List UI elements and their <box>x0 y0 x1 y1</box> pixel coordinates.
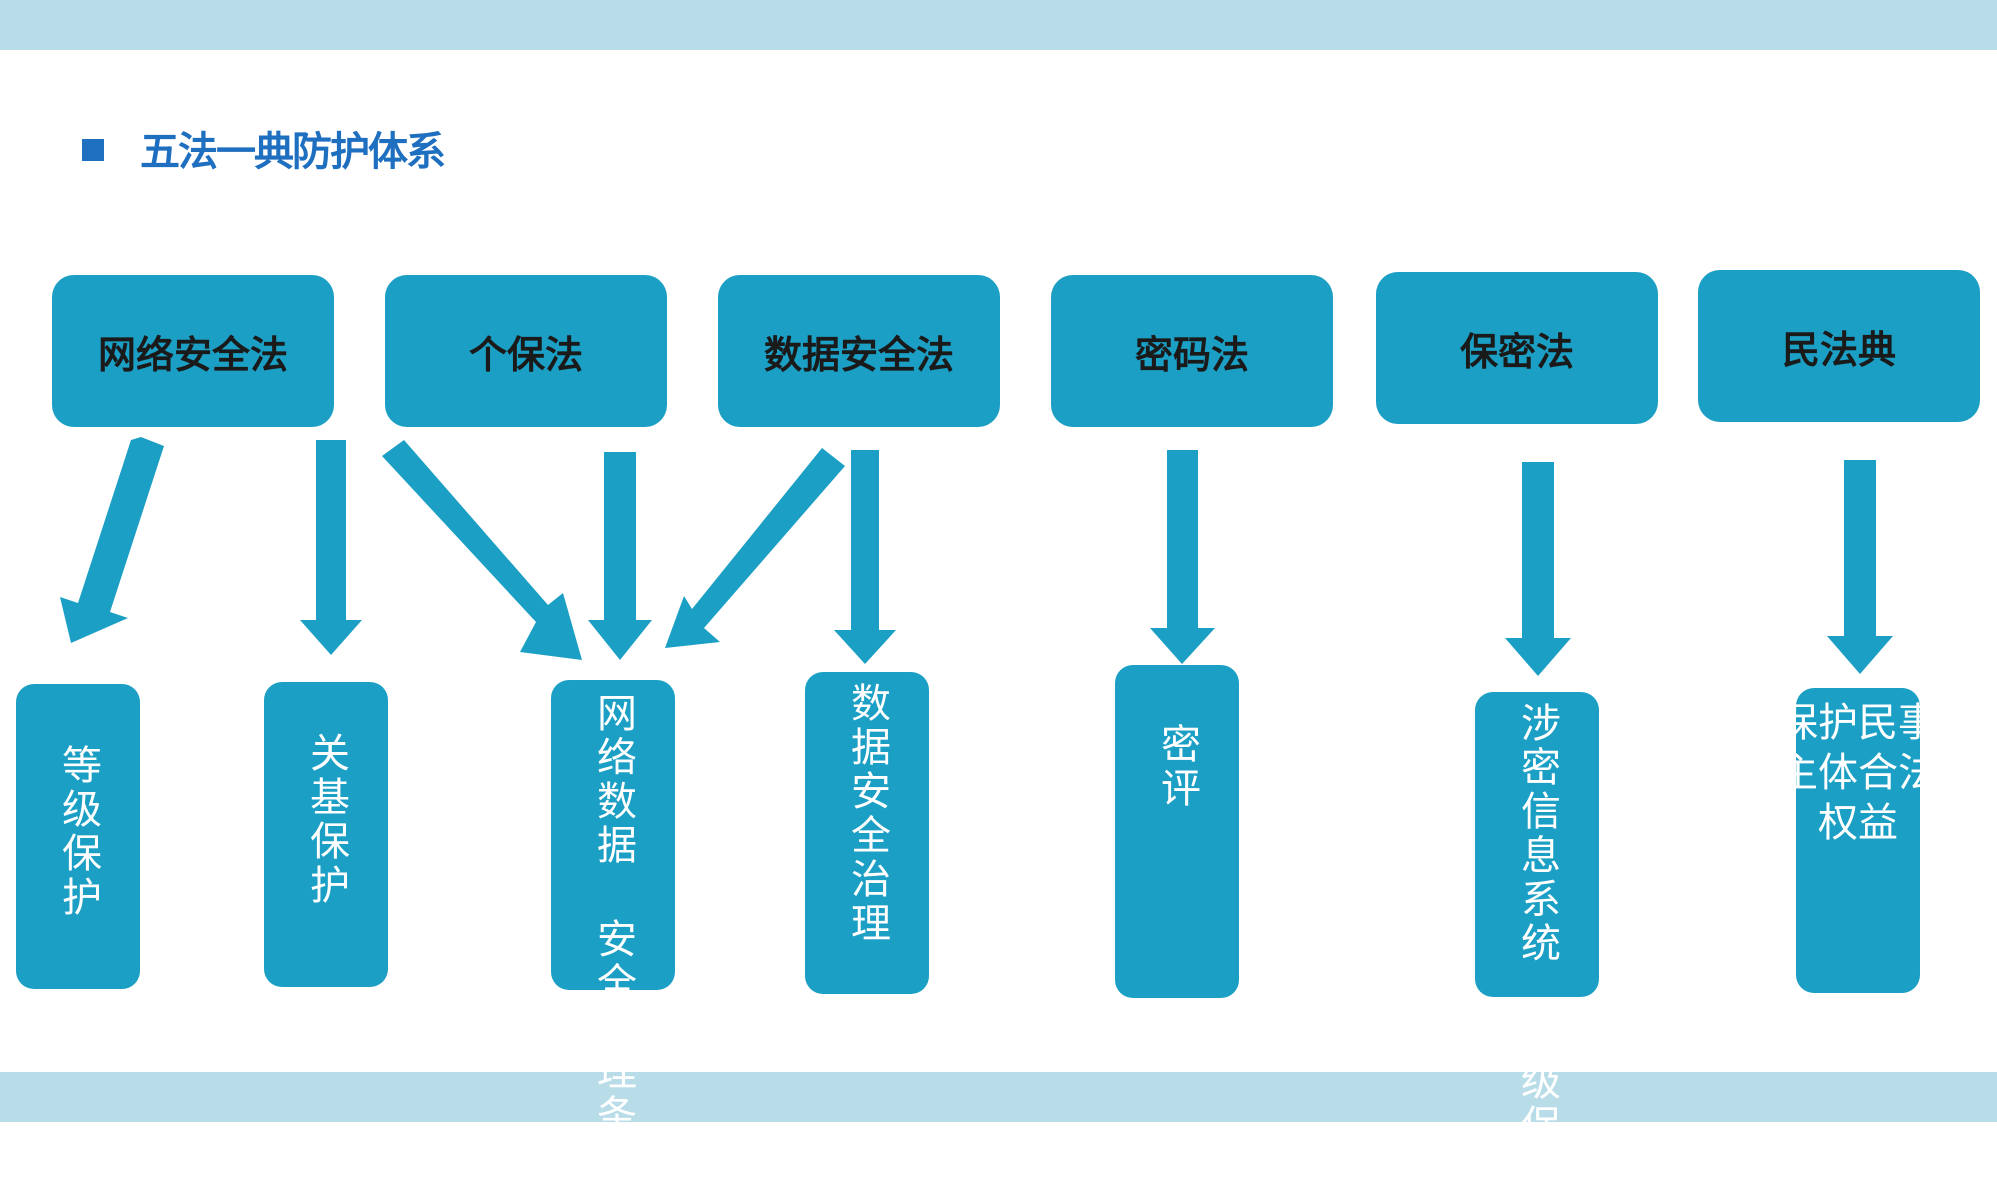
target-box-civil-rights: 保护民事 主体合法 权益 <box>1778 688 1938 993</box>
title-bullet-icon <box>82 139 104 161</box>
arrow <box>1150 450 1215 664</box>
target-box-crypto-assessment: 密评 <box>1115 665 1239 998</box>
law-box-personal-info: 个保法 <box>385 275 667 427</box>
target-text: 网络数据 <box>590 692 636 868</box>
target-text: 涉密信息系统 <box>1514 702 1560 966</box>
law-label: 密码法 <box>1134 332 1249 377</box>
page-title: 五法一典防护体系 <box>140 129 446 175</box>
arrow <box>1505 462 1571 676</box>
law-label: 数据安全法 <box>763 332 954 377</box>
law-label: 网络安全法 <box>97 332 288 377</box>
target-box-classified-protection: 等级保护 <box>16 684 140 989</box>
target-box-critical-infrastructure: 关基保护 <box>264 682 388 987</box>
arrow <box>1827 460 1893 674</box>
target-text: 主体合法 <box>1778 750 1938 796</box>
target-box-data-governance: 数据安全治理 <box>805 672 929 994</box>
target-text: 权益 <box>1818 800 1898 846</box>
law-label: 个保法 <box>468 332 583 377</box>
arrow <box>834 450 896 664</box>
law-box-data-security: 数据安全法 <box>718 275 1000 427</box>
law-box-civil-code: 民法典 <box>1698 270 1980 422</box>
target-text: 关基保护 <box>303 732 349 908</box>
target-text: 安全管理条例 <box>590 918 636 1182</box>
bottom-band <box>0 1072 1997 1122</box>
target-text: 分级保护 <box>1514 1016 1560 1192</box>
top-band <box>0 0 1997 50</box>
target-box-classified-systems: 涉密信息系统 分级保护 <box>1475 692 1599 1192</box>
arrow <box>60 437 164 643</box>
law-box-cryptography: 密码法 <box>1051 275 1333 427</box>
target-text: 密评 <box>1154 723 1200 811</box>
law-label: 保密法 <box>1459 329 1574 374</box>
arrow <box>588 452 652 660</box>
target-text: 数据安全治理 <box>844 682 890 946</box>
target-text: 保护民事 <box>1778 700 1938 746</box>
law-box-secrecy: 保密法 <box>1376 272 1658 424</box>
arrow <box>665 448 845 648</box>
target-box-network-data-regulation: 网络数据 安全管理条例 <box>551 680 675 1182</box>
law-box-cybersecurity: 网络安全法 <box>52 275 334 427</box>
law-label: 民法典 <box>1781 327 1896 372</box>
arrow <box>300 440 362 655</box>
target-text: 等级保护 <box>55 744 101 920</box>
arrow <box>382 440 582 660</box>
